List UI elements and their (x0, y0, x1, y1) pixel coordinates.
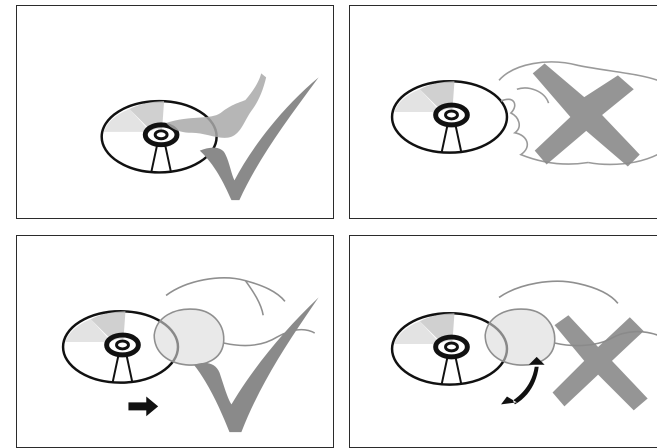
panel-cloth-correct (16, 5, 334, 219)
disc-wipe-straight-illustration (17, 236, 333, 447)
arrow-right-icon (128, 396, 158, 416)
hand-graphic (154, 278, 314, 365)
disc-graphic (392, 81, 507, 152)
disc-wipe-circular-illustration (350, 236, 657, 447)
cross-icon (533, 63, 640, 166)
panel-wipe-straight-correct (16, 235, 334, 448)
cross-icon (553, 315, 648, 410)
disc-grip-illustration (350, 6, 657, 218)
panel-grip-incorrect (349, 5, 657, 219)
panel-wipe-circular-incorrect (349, 235, 657, 448)
disc-cloth-illustration (17, 6, 333, 218)
disc-graphic (102, 101, 217, 172)
